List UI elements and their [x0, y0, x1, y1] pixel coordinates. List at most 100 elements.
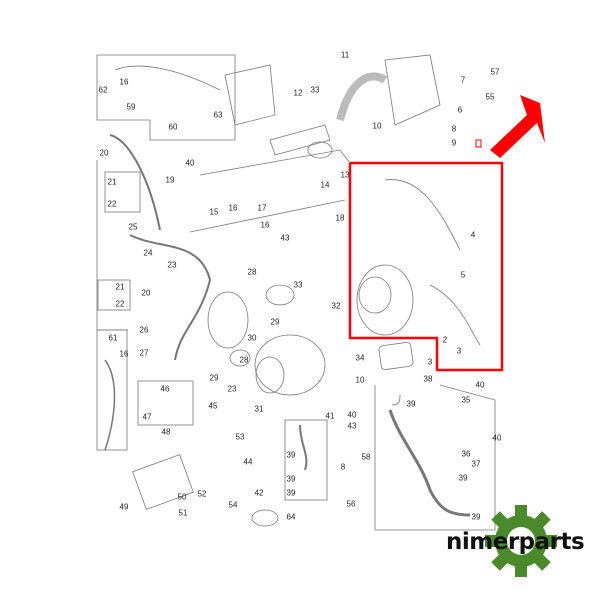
- callout-52: 52: [197, 489, 207, 499]
- callout-42: 42: [254, 488, 264, 498]
- callout-17: 17: [257, 203, 267, 213]
- callout-26: 26: [139, 325, 149, 335]
- group-line-15: [199, 149, 351, 176]
- callout-3: 3: [427, 357, 433, 367]
- turbocharger-inlet: [358, 276, 392, 314]
- callout-60: 60: [168, 122, 178, 132]
- callout-37: 37: [471, 459, 481, 469]
- callout-50: 50: [177, 492, 187, 502]
- elbow-30: [207, 291, 249, 349]
- callout-5: 5: [460, 270, 466, 280]
- callout-40: 40: [185, 158, 195, 168]
- callout-10: 10: [372, 121, 382, 131]
- callout-46: 46: [160, 384, 170, 394]
- callout-4: 4: [470, 230, 476, 240]
- callout-8: 8: [451, 124, 457, 134]
- callout-10: 10: [355, 375, 365, 385]
- part-marker: [475, 139, 482, 148]
- logo-gear-icon: [485, 505, 557, 577]
- turbocharger-main: [356, 264, 414, 336]
- callout-56: 56: [346, 499, 356, 509]
- callout-47: 47: [142, 412, 152, 422]
- callout-64: 64: [286, 512, 296, 522]
- callout-48: 48: [161, 427, 171, 437]
- callout-63: 63: [213, 110, 223, 120]
- callout-8: 8: [340, 462, 346, 472]
- highlight-outline: [348, 161, 504, 372]
- callout-16: 16: [119, 77, 129, 87]
- callout-43: 43: [347, 421, 357, 431]
- callout-18: 18: [335, 213, 345, 223]
- callout-31: 31: [254, 404, 264, 414]
- callout-32: 32: [331, 301, 341, 311]
- callout-27: 27: [139, 348, 149, 358]
- tube-20: [109, 134, 161, 231]
- clamp-28: [265, 284, 295, 306]
- callout-29: 29: [270, 317, 280, 327]
- callout-24: 24: [143, 248, 153, 258]
- callout-21: 21: [107, 177, 117, 187]
- fitting-box-21-22b: [97, 279, 131, 311]
- callout-7: 7: [460, 75, 466, 85]
- group-box-top-left: [96, 54, 236, 141]
- callout-59: 59: [126, 102, 136, 112]
- callout-49: 49: [119, 502, 129, 512]
- callout-16: 16: [119, 349, 129, 359]
- callout-9: 9: [451, 138, 457, 148]
- callout-20: 20: [141, 288, 151, 298]
- callout-20: 20: [99, 148, 109, 158]
- callout-41: 41: [325, 411, 335, 421]
- callout-14: 14: [320, 180, 330, 190]
- callout-33: 33: [293, 280, 303, 290]
- callout-43: 43: [280, 233, 290, 243]
- callout-40: 40: [475, 380, 485, 390]
- callout-57: 57: [490, 67, 500, 77]
- tube-61: [104, 359, 116, 451]
- callout-21: 21: [115, 282, 125, 292]
- callout-40: 40: [492, 433, 502, 443]
- clamp-14: [307, 141, 333, 159]
- group-box-61: [96, 329, 128, 451]
- logo-wordmark: nimerparts: [446, 529, 585, 555]
- callout-2: 2: [442, 335, 448, 345]
- callout-61: 61: [108, 333, 118, 343]
- callout-39: 39: [406, 399, 416, 409]
- callout-12: 12: [293, 88, 303, 98]
- callout-23: 23: [167, 260, 177, 270]
- callout-39: 39: [471, 512, 481, 522]
- callout-33: 33: [310, 85, 320, 95]
- callout-13: 13: [340, 170, 350, 180]
- callout-54: 54: [228, 500, 238, 510]
- tube-39: [388, 409, 471, 517]
- sensor-wire-2: [429, 284, 481, 346]
- tube-42: [299, 424, 308, 471]
- callout-29: 29: [209, 373, 219, 383]
- washer-39: [391, 394, 401, 406]
- turbo-inlet-31: [255, 356, 285, 394]
- callout-53: 53: [235, 432, 245, 442]
- tube-23: [129, 234, 212, 361]
- group-box-45: [137, 380, 194, 426]
- group-box-38: [374, 384, 496, 531]
- callout-39: 39: [286, 474, 296, 484]
- callout-25: 25: [128, 222, 138, 232]
- callout-30: 30: [247, 333, 257, 343]
- fitting-box-21-22: [104, 171, 141, 213]
- callout-38: 38: [423, 374, 433, 384]
- callout-40: 40: [347, 410, 357, 420]
- callout-62: 62: [98, 85, 108, 95]
- callout-58: 58: [361, 452, 371, 462]
- callout-39: 39: [458, 473, 468, 483]
- callout-34: 34: [355, 353, 365, 363]
- callout-23: 23: [227, 384, 237, 394]
- callout-11: 11: [340, 50, 350, 60]
- callout-39: 39: [286, 488, 296, 498]
- group-line-43: [189, 199, 346, 233]
- callout-16: 16: [228, 203, 238, 213]
- callout-35: 35: [461, 395, 471, 405]
- callout-22: 22: [107, 199, 117, 209]
- clamp-28b: [229, 349, 251, 367]
- callout-3: 3: [456, 346, 462, 356]
